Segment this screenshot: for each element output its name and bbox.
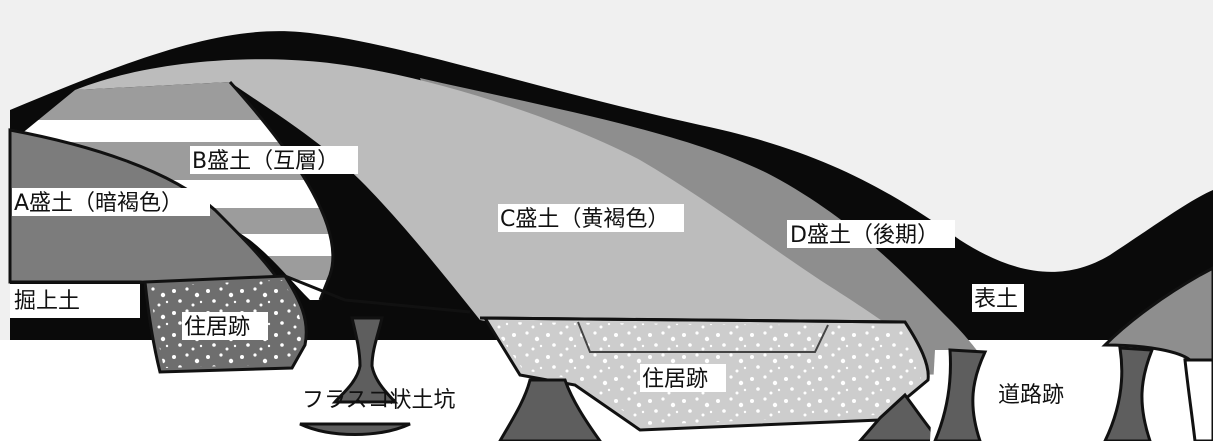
label-excavated-soil: 掘上土 [14,289,80,314]
label-c-mound: C盛土（黄褐色） [498,204,684,232]
road-pit-right [1103,346,1155,441]
svg-text:C盛土（黄褐色）: C盛土（黄褐色） [500,207,669,232]
svg-text:B盛土（互層）: B盛土（互層） [192,149,339,174]
right-mound [1101,266,1213,362]
label-a-mound: A盛土（暗褐色） [12,188,210,216]
svg-text:住居跡: 住居跡 [184,315,250,340]
svg-text:A盛土（暗褐色）: A盛土（暗褐色） [14,191,183,216]
svg-text:フラスコ状土坑: フラスコ状土坑 [302,388,456,413]
flask-pit-base [299,422,411,436]
b-mound-outline [228,80,335,301]
svg-text:掘上土: 掘上土 [14,289,80,314]
excavated-soil-top [10,284,140,318]
flask-pit [331,316,399,404]
label-dwelling-left: 住居跡 [182,312,268,340]
svg-text:住居跡: 住居跡 [642,367,708,392]
pit-center-left [498,378,602,441]
ground-surface-line [10,274,906,324]
svg-text:道路跡: 道路跡 [998,383,1064,408]
label-dwelling-center: 住居跡 [640,364,726,392]
svg-text:表土: 表土 [974,287,1018,312]
dwelling-center-inner [577,321,829,353]
label-topsoil: 表土 [972,284,1024,312]
label-b-mound: B盛土（互層） [190,146,358,174]
label-d-mound: D盛土（後期） [787,220,955,248]
road-pit-left [933,348,988,441]
label-road-remains: 道路跡 [996,380,1078,408]
svg-text:D盛土（後期）: D盛土（後期） [790,223,939,248]
right-ground-step [1183,358,1213,441]
label-flask-pit: フラスコ状土坑 [302,388,456,413]
